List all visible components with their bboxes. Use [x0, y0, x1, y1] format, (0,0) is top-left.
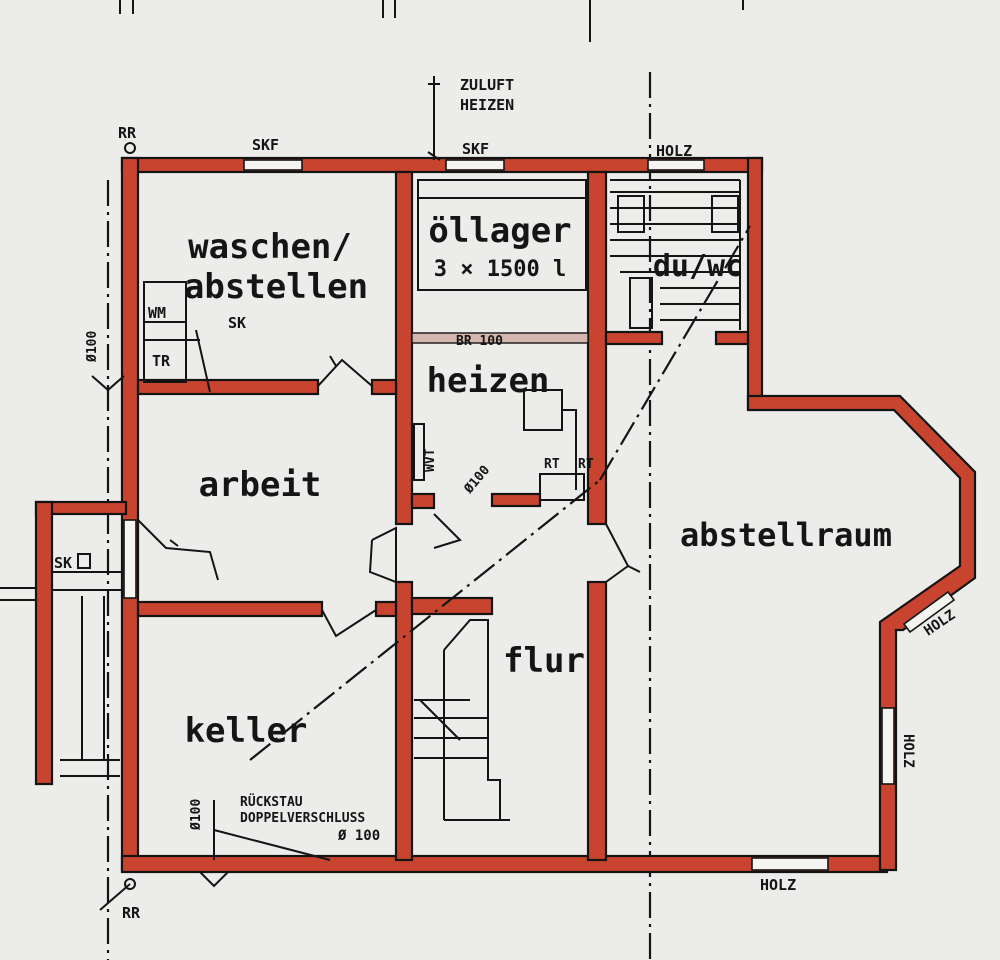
window-holz-right [881, 707, 895, 785]
tr-label: TR [152, 352, 171, 370]
zuluft-label: ZULUFT [460, 76, 514, 94]
room-label-oellager: öllager [428, 211, 571, 251]
heizen-zuluft-label: HEIZEN [460, 96, 514, 114]
room-label-arbeit: arbeit [199, 465, 322, 505]
wvt-label: WVT [423, 448, 438, 472]
diameter-label-bottom: Ø 100 [337, 828, 380, 844]
diameter-label-diag: Ø100 [461, 463, 493, 498]
room-label-waschen: waschen/ [188, 227, 352, 267]
rr-label-top: RR [118, 124, 137, 142]
room-label-heizen: heizen [427, 361, 550, 401]
axis-lines [0, 0, 744, 960]
rr-label-bottom: RR [122, 904, 141, 922]
room-labels: waschen/ abstellen öllager 3 × 1500 l du… [184, 211, 892, 751]
holz-label-vert: HOLZ [900, 734, 916, 768]
holz-label-top: HOLZ [656, 142, 692, 160]
sk-label-left: SK [54, 554, 72, 572]
sk-label-wasch: SK [228, 314, 246, 332]
skf-label-left: SKF [252, 136, 279, 154]
annotations: ZULUFT HEIZEN RR RR SKF SKF HOLZ HOLZ HO… [54, 76, 958, 922]
skf-label-right: SKF [462, 140, 489, 158]
room-label-abstellraum: abstellraum [680, 516, 892, 554]
windows [123, 159, 956, 871]
window-left-annex [123, 519, 137, 599]
rt-label-1: RT [544, 457, 560, 472]
room-label-oellager-capacity: 3 × 1500 l [434, 257, 566, 282]
holz-label-bottom: HOLZ [760, 876, 796, 894]
diameter-label-left: Ø100 [85, 331, 100, 363]
doppelverschluss-label: DOPPELVERSCHLUSS [240, 811, 365, 826]
window-holz-diag [902, 590, 956, 634]
wm-label: WM [148, 304, 166, 322]
room-label-keller: keller [185, 711, 308, 751]
window-skf-left [243, 159, 303, 171]
room-label-abstellen: abstellen [184, 267, 368, 307]
room-label-duwc: du/wc [653, 249, 743, 284]
window-holz-bottom [751, 857, 829, 871]
room-label-flur: flur [503, 641, 585, 681]
rt-label-2: RT [578, 457, 594, 472]
window-skf-right [445, 159, 505, 171]
fixtures [52, 76, 751, 911]
diameter-label-keller: Ø100 [189, 799, 204, 831]
br-label: BR 100 [456, 334, 503, 349]
window-holz-top [647, 159, 705, 171]
rueckstau-label: RÜCKSTAU [240, 794, 303, 810]
